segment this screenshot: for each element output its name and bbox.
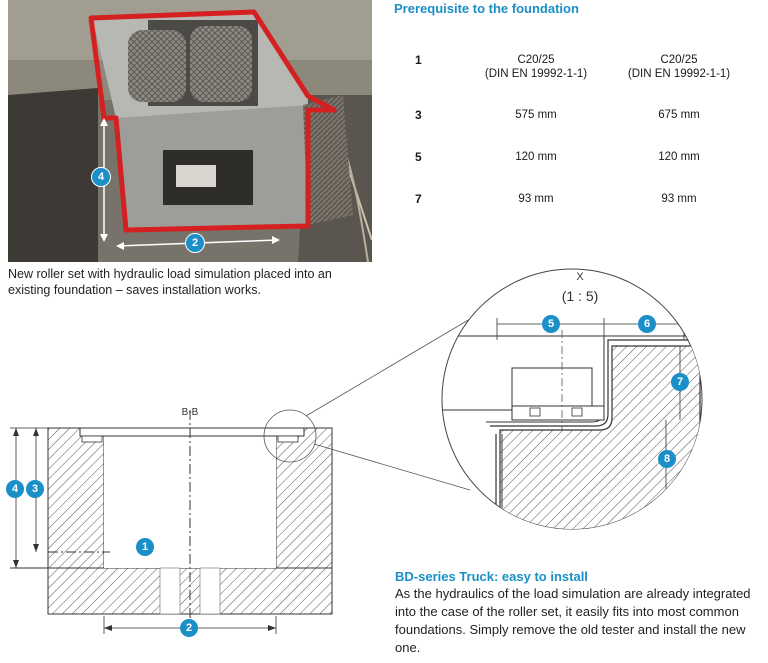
spec-value: C20/25 [517,54,555,66]
detail-marker-6: 6 [638,315,656,333]
spec-value: 675 mm [658,109,700,121]
foundation-section [10,305,493,635]
section-heading: Prerequisite to the foundation [394,1,579,16]
drawing-marker-2: 2 [180,619,198,637]
photo-illustration [8,0,372,262]
detail-label: X [576,271,584,283]
spec-value: 120 mm [515,151,557,163]
spec-cell: C20/25 (DIN EN 19992-1-1) [604,53,754,81]
spec-cell: C20/25 (DIN EN 19992-1-1) [461,53,611,81]
drawing-marker-3: 3 [26,480,44,498]
spec-value: C20/25 [660,54,698,66]
spec-row-number: 1 [415,53,422,67]
photo-caption: New roller set with hydraulic load simul… [8,267,332,297]
bd-title: BD-series Truck: easy to install [395,569,588,584]
drawing-marker-4: 4 [6,480,24,498]
detail-marker-5: 5 [542,315,560,333]
bd-text: As the hydraulics of the load simulation… [395,586,751,655]
spec-value: 575 mm [515,109,557,121]
detail-view [441,268,703,530]
foundation-drawing: B-B X (1 : 5) [10,268,703,635]
photo-marker-4: 4 [91,167,111,187]
spec-value-note: (DIN EN 19992-1-1) [627,68,731,80]
spec-value: 93 mm [518,193,554,205]
spec-value: 120 mm [658,151,700,163]
detail-marker-7: 7 [671,373,689,391]
photo-marker-2: 2 [185,233,205,253]
section-label: B-B [182,407,199,418]
spec-row-number: 3 [415,108,422,122]
spec-value: 93 mm [661,193,697,205]
detail-marker-8: 8 [658,450,676,468]
spec-row-number: 7 [415,192,422,206]
spec-row-number: 5 [415,150,422,164]
drawing-marker-1: 1 [136,538,154,556]
spec-table: 1 C20/25 (DIN EN 19992-1-1) C20/25 (DIN EN… [394,40,764,220]
detail-scale: (1 : 5) [562,288,599,304]
roller-set-photo: 4 2 [8,0,372,262]
spec-value-note: (DIN EN 19992-1-1) [484,68,588,80]
